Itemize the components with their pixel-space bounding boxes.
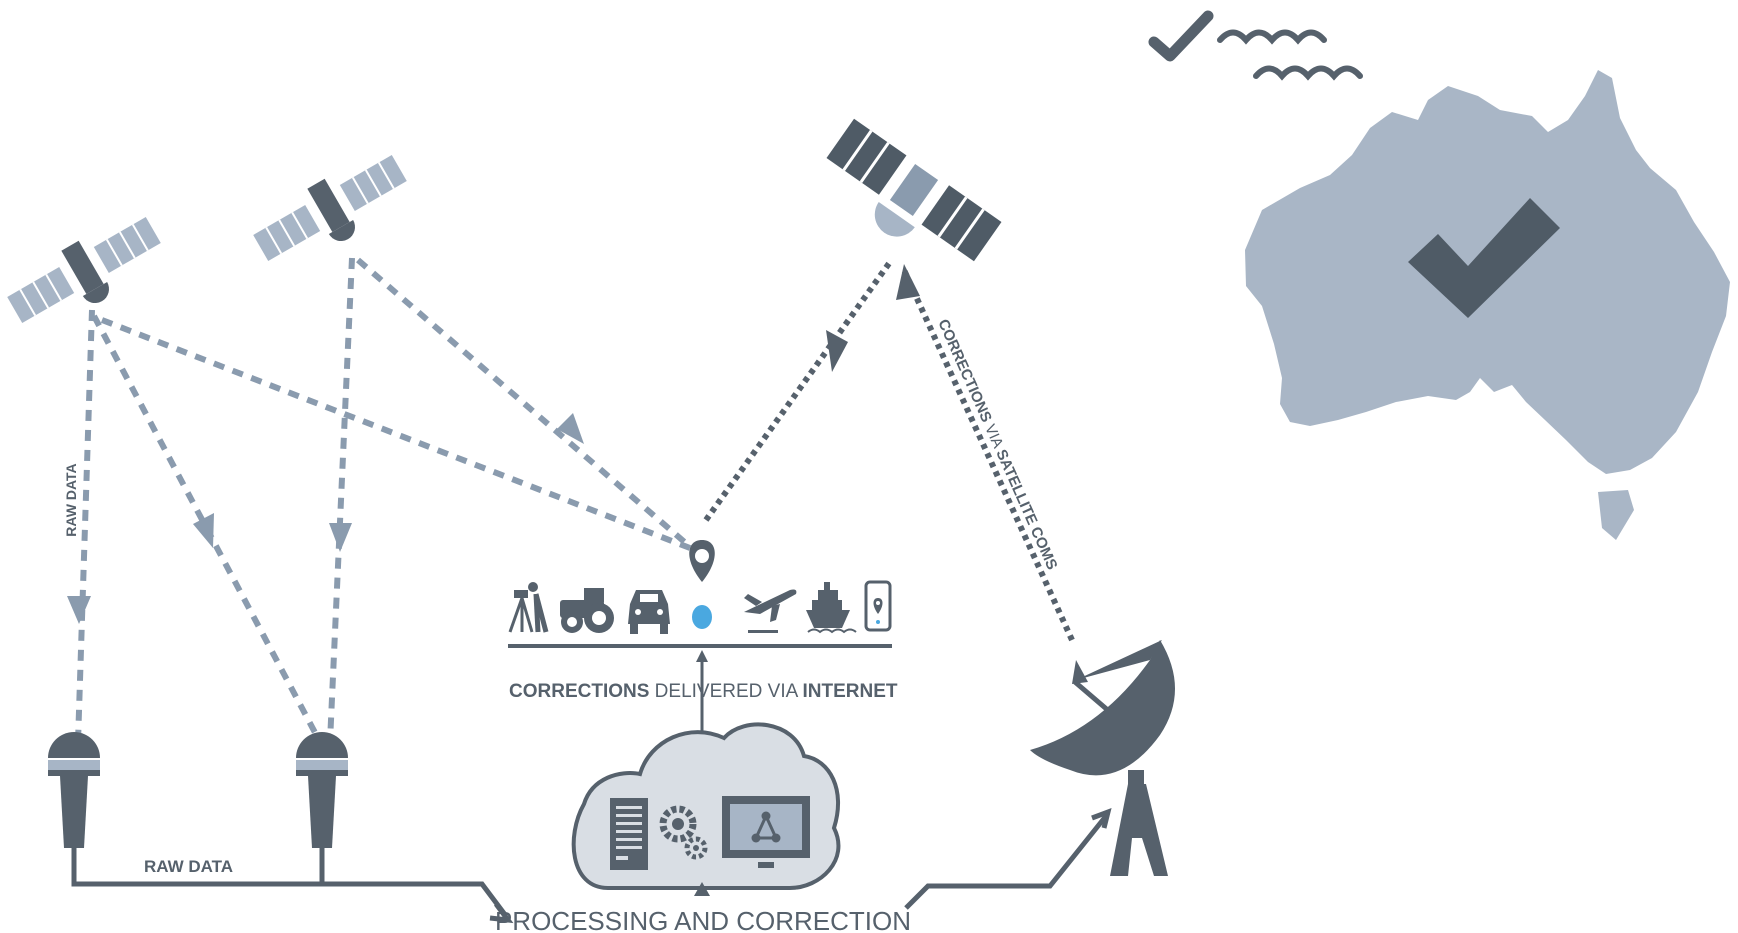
signal-lines — [75, 257, 692, 744]
car-icon — [628, 590, 670, 634]
map-checkmark-icon — [1408, 198, 1560, 318]
base-station-icon — [296, 732, 348, 848]
raw-data-vertical-label: RAW DATA — [63, 463, 79, 536]
smartphone-icon — [864, 580, 892, 632]
signal-line — [356, 257, 690, 548]
delivered-via-words: DELIVERED VIA — [649, 681, 802, 702]
raw-data-horizontal-label: RAW DATA — [144, 857, 233, 876]
airplane-icon — [744, 589, 797, 633]
tractor-icon — [560, 588, 614, 633]
internet-to-satellite-line — [703, 260, 893, 522]
arrow-icon — [694, 882, 710, 896]
satellite-icon — [7, 217, 161, 323]
waves-icon — [1253, 65, 1363, 81]
arrow-icon — [826, 330, 848, 372]
arrow-icon — [193, 513, 214, 548]
australia-map — [1245, 70, 1730, 540]
check-icon — [1148, 10, 1214, 62]
tasmania-shape — [1598, 490, 1634, 540]
processing-correction-label: PROCESSING AND CORRECTION — [495, 906, 911, 933]
corrections-internet-label: CORRECTIONS DELIVERED VIA INTERNET — [509, 681, 898, 702]
dish-to-satellite-line — [901, 268, 1075, 642]
signal-arrowheads — [67, 413, 584, 624]
ship-icon — [806, 582, 857, 634]
server-rack-icon — [610, 798, 648, 870]
signal-line — [100, 317, 692, 551]
arrow-icon — [67, 596, 91, 624]
upward-arrow — [696, 650, 708, 740]
corrections-satellite-label: CORRECTIONS VIA SATELLITE COMS — [934, 317, 1060, 573]
user-icons-row — [508, 540, 892, 634]
corrections-word: CORRECTIONS — [934, 317, 995, 425]
gears-icon — [659, 805, 708, 860]
satellite-coms-words: SATELLITE COMS — [992, 447, 1060, 572]
corrections-word: CORRECTIONS — [509, 681, 649, 702]
signal-line — [75, 309, 95, 743]
arrow-icon — [329, 523, 352, 552]
checkmark-waves-icon — [1148, 10, 1363, 81]
base-station-icon — [48, 732, 100, 848]
arrow-icon — [557, 413, 584, 444]
correction-links — [703, 260, 1075, 642]
satellite-icon — [253, 155, 407, 261]
processing-to-dish-line — [904, 807, 1112, 910]
monitor-network-icon — [722, 796, 810, 868]
arrow-icon — [896, 264, 920, 300]
location-marker-icon — [689, 540, 715, 629]
raw-data-line — [71, 848, 514, 924]
surveyor-tripod-icon — [508, 582, 549, 633]
satellite-icon — [826, 118, 1002, 262]
internet-word: INTERNET — [803, 681, 898, 702]
signal-line — [327, 257, 355, 743]
satellite-dish-icon — [1030, 640, 1175, 876]
waves-icon — [1217, 29, 1327, 45]
processing-cloud — [571, 722, 841, 896]
